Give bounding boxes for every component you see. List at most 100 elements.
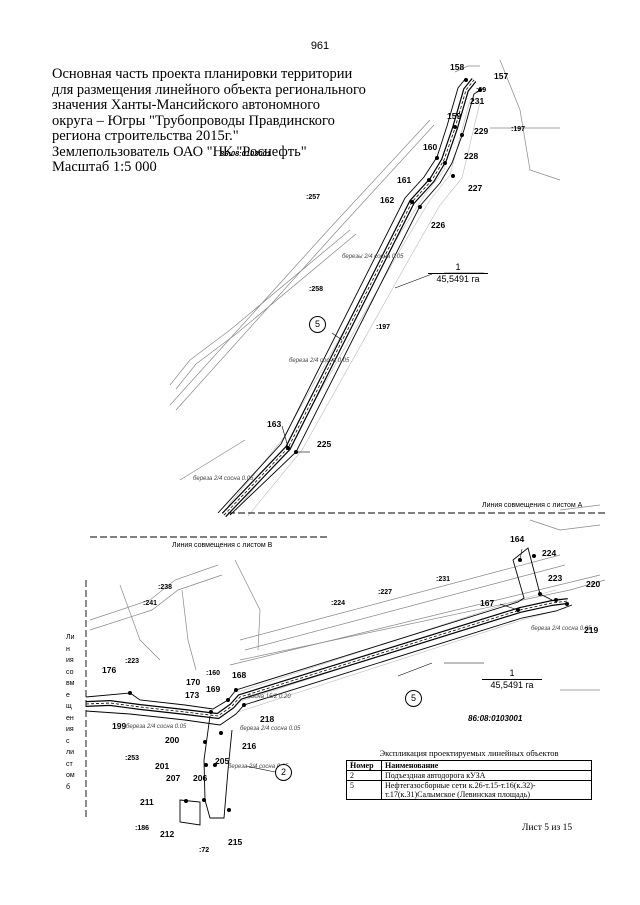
page-number: 961 [310, 40, 330, 52]
point-label-205: 205 [215, 756, 230, 766]
cadastral-label-197-mid: :197 [376, 324, 391, 331]
point-label-207: 207 [166, 773, 181, 783]
lower-background-linework [89, 519, 606, 691]
legend-caption: Экспликация проектируемых линейных объек… [379, 748, 559, 758]
point-label-176: 176 [102, 665, 117, 675]
point-label-216: 216 [242, 741, 257, 751]
tree-note: сосна 15/2 0.20 [248, 694, 291, 700]
vertical-letter: щ [66, 703, 72, 710]
title-line: Основная часть проекта планировки террит… [52, 66, 353, 82]
legend-row: 2 Подъездная автодорога кУЗА [346, 770, 592, 781]
point-label-206: 206 [193, 773, 208, 783]
legend-row-number: 2 [346, 770, 382, 781]
point-label-167: 167 [480, 598, 495, 608]
legend-header-row: Номер Наименование [346, 760, 592, 771]
title-line: значения Ханты-Мансийского автономного [52, 97, 321, 113]
point-label-228: 228 [464, 151, 479, 161]
tree-note: береза 2/4 сосна 0.05 [531, 626, 592, 632]
map-title-block: Основная часть проекта планировки террит… [52, 66, 370, 176]
vertical-letter: б [66, 783, 71, 791]
cadastral-label-238: :238 [158, 584, 173, 591]
linear-objects-legend: Экспликация проектируемых линейных объек… [346, 748, 592, 800]
vertical-letter: ия [66, 657, 74, 664]
vertical-letter: вм [66, 680, 75, 687]
title-line: региона строительства 2015г." [52, 128, 239, 144]
point-label-226: 226 [431, 220, 446, 230]
vertical-letter: е [66, 691, 70, 699]
vertical-letter: ен [66, 714, 74, 722]
point-label-169: 169 [206, 684, 221, 694]
route-marker-lower: 5 [405, 690, 422, 707]
point-label-162: 162 [380, 195, 395, 205]
match-line-a-label: Линия совмещения с листом А [482, 502, 583, 509]
point-label-223: 223 [548, 573, 563, 583]
point-label-161: 161 [397, 175, 412, 185]
legend-table: Номер Наименование 2 Подъездная автодоро… [346, 760, 592, 800]
point-label-219: 219 [584, 625, 599, 635]
area-upper-number: 1 [428, 262, 488, 274]
vertical-letter: ли [66, 749, 74, 756]
point-label-168: 168 [232, 670, 247, 680]
lower-pipeline-route [85, 598, 569, 720]
upper-allotment-boundary [217, 77, 485, 516]
point-label-157: 157 [494, 71, 509, 81]
tree-note: береза 2/4 сосна 0.05 [126, 724, 187, 730]
cadastral-label-257: :257 [306, 194, 321, 201]
lower-allotment-boundary [85, 547, 573, 826]
point-label-218: 218 [260, 714, 275, 724]
vertical-letter: с [66, 737, 70, 745]
land-user-line: Землепользователь ОАО "НК "Роснефть" [52, 143, 307, 160]
point-label-163: 163 [267, 419, 282, 429]
area-upper-value: 45,5491 га [436, 274, 480, 284]
cadastral-label-186: :186 [135, 825, 150, 832]
lower-leaders [245, 548, 523, 773]
tree-note: береза 2/4 сосна 0.05 [228, 764, 289, 770]
cadastral-label-231: :231 [436, 576, 451, 583]
legend-header-name: Наименование [381, 760, 592, 771]
point-label-159: 159 [447, 111, 462, 121]
cadastral-block-number: 86:08:0103001 [468, 714, 523, 723]
point-label-158: 158 [450, 62, 465, 72]
legend-row-name: Нефтегазосборные сети к.26-т.15-т.16(к.3… [381, 780, 592, 800]
point-label-225: 225 [317, 439, 332, 449]
point-label-164: 164 [510, 534, 525, 544]
upper-background-linework [169, 59, 601, 511]
tree-note: березы 2/4 сосна 0.05 [342, 254, 404, 260]
area-lower: 1 45,5491 га [482, 668, 542, 690]
cadastral-label-160: :160 [206, 670, 221, 677]
point-label-201: 201 [155, 761, 170, 771]
upper-vertices [286, 78, 482, 454]
route-marker-upper: 5 [309, 316, 326, 333]
point-label-200: 200 [165, 735, 180, 745]
point-label-227: 227 [468, 183, 483, 193]
sheet-label: Лист 5 из 15 [522, 823, 573, 833]
cadastral-label-253: :253 [125, 755, 140, 762]
title-line: для размещения линейного объекта региона… [52, 81, 366, 98]
vertical-letter: н [66, 645, 70, 653]
point-label-229: 229 [474, 126, 489, 136]
point-label-199: 199 [112, 721, 127, 731]
point-label-160: 160 [423, 142, 438, 152]
cadastral-label-223: :223 [125, 658, 140, 665]
tree-note: береза 2/4 сосна 0.05 [240, 726, 301, 732]
tree-note: береза 2/4 сосна 0.05 [193, 476, 254, 482]
lower-vertices [128, 554, 569, 812]
area-lower-value: 45,5491 га [490, 680, 534, 690]
legend-header-number: Номер [346, 760, 382, 771]
point-label-215: 215 [228, 837, 243, 847]
point-label-220: 220 [586, 579, 601, 589]
area-upper: 1 45,5491 га [428, 262, 488, 284]
legend-row: 5 Нефтегазосборные сети к.26-т.15-т.16(к… [346, 780, 592, 800]
overlay-cadastral-number: 86:08:0103001 [220, 149, 271, 158]
legend-row-number: 5 [346, 780, 382, 800]
vertical-match-label: Ли н ия со вм е щ ен ия с ли ст ом б [66, 632, 80, 793]
tree-note: береза 2/4 сосна 0.05 [289, 358, 350, 364]
point-label-211: 211 [140, 797, 154, 807]
cadastral-label-69: :69 [476, 87, 487, 94]
upper-pipeline-route [221, 78, 477, 518]
point-label-170: 170 [186, 677, 201, 687]
vertical-letter: ом [66, 772, 75, 779]
point-label-173: 173 [185, 690, 200, 700]
match-line-b-label: Линия совмещения с листом B [172, 542, 273, 549]
